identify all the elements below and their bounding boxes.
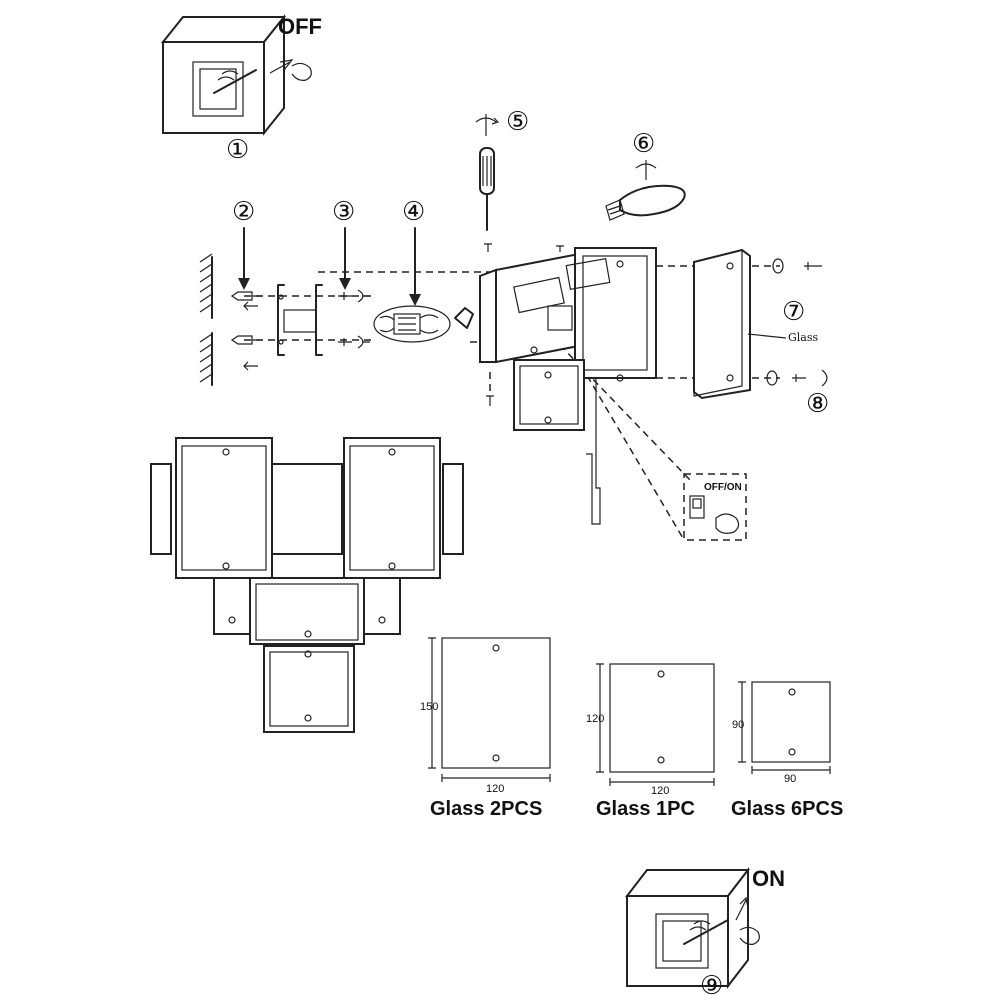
step-6-marker: ⑥ [632,129,655,159]
lamp-housing [479,245,657,525]
washers-and-screws [766,258,828,387]
step-4-marker: ④ [402,197,425,227]
wall-anchors [230,227,262,371]
step-1-marker: ① [226,135,249,165]
glass-label: Glass [788,331,819,344]
assembled-fixture [150,437,464,733]
off-label: OFF [278,14,322,39]
glass-leader [747,333,787,339]
step-8-marker: ⑧ [806,389,829,419]
glass-6pcs-width: 90 [784,773,796,785]
glass-1pc-width: 120 [651,785,669,797]
screwdriver [475,114,500,252]
glass-panel-1pc [596,663,715,786]
glass-6pcs-caption: Glass 6PCS [731,798,843,820]
on-label: ON [752,866,785,891]
step-3-marker: ③ [332,197,355,227]
glass-panel-2pcs [428,637,551,782]
glass-1pc-height: 120 [586,713,604,725]
light-bulb [605,160,686,221]
terminal-block [373,227,474,343]
glass-1pc-caption: Glass 1PC [596,798,695,820]
glass-panel [693,248,751,400]
off-on-label: OFF/ON [704,482,742,493]
step-9-marker: ⑨ [700,971,723,1000]
glass-panel-6pcs [738,681,831,774]
switch-inset [683,473,747,541]
switch-box-on [624,867,760,989]
wall [199,253,213,386]
glass-2pcs-height: 150 [420,701,438,713]
glass-2pcs-caption: Glass 2PCS [430,798,542,820]
glass-2pcs-width: 120 [486,783,504,795]
step-5-marker: ⑤ [506,107,529,137]
glass-6pcs-height: 90 [732,719,744,731]
switch-box-off [160,14,312,136]
screws-step-3 [338,227,370,349]
mounting-bracket [277,284,323,356]
step-2-marker: ② [232,197,255,227]
step-7-marker: ⑦ [782,297,805,327]
